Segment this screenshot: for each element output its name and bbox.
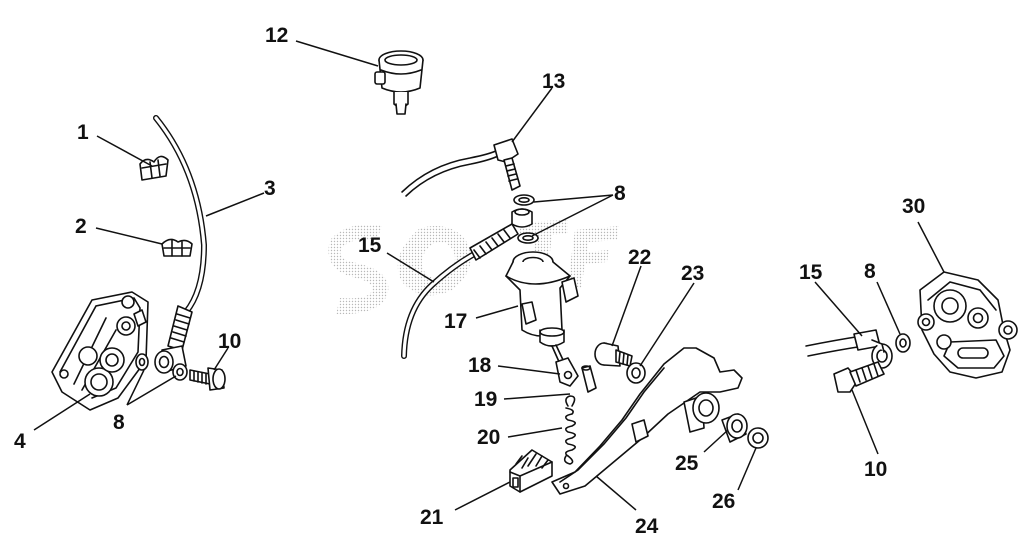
callout-8-center: 8 <box>614 182 626 205</box>
crush-washers-left <box>135 353 188 381</box>
callout-10-left: 10 <box>218 330 241 353</box>
callout-13: 13 <box>542 70 565 93</box>
hose-clip-1 <box>139 155 169 181</box>
callout-15-right: 15 <box>799 261 823 284</box>
crush-washer-right <box>895 333 911 353</box>
callout-10-right: 10 <box>864 458 887 481</box>
callout-22: 22 <box>628 246 651 269</box>
callout-21: 21 <box>420 506 444 529</box>
callout-17: 17 <box>444 310 467 333</box>
pivot-bushing <box>721 413 748 443</box>
callout-23: 23 <box>681 262 704 285</box>
callout-8-right: 8 <box>864 260 876 283</box>
callout-18: 18 <box>468 354 492 377</box>
banjo-bolt-right <box>833 361 885 393</box>
callout-24: 24 <box>635 515 659 538</box>
pedal-pivot-bolt <box>594 342 633 367</box>
return-spring <box>563 395 576 465</box>
callout-15-center: 15 <box>358 234 382 257</box>
brake-hose-center <box>401 223 519 359</box>
pedal-tip <box>509 449 553 493</box>
callout-8-left: 8 <box>113 411 125 434</box>
callout-25: 25 <box>675 452 699 475</box>
pivot-washer <box>626 362 646 384</box>
brake-fluid-reservoir <box>374 50 424 115</box>
callout-12: 12 <box>265 24 288 47</box>
hose-clip-2 <box>161 238 193 257</box>
reservoir-hose-fitting <box>401 138 521 197</box>
rear-master-cylinder <box>505 251 579 365</box>
leader-lines <box>33 40 945 511</box>
callout-19: 19 <box>474 388 497 411</box>
callout-20: 20 <box>477 426 500 449</box>
callout-2: 2 <box>75 215 87 238</box>
crush-washers-center <box>511 194 539 244</box>
brake-caliper-right <box>917 271 1018 379</box>
callout-3: 3 <box>264 177 276 200</box>
callout-30: 30 <box>902 195 925 218</box>
callout-26: 26 <box>712 490 735 513</box>
brake-pedal-lever <box>551 347 743 495</box>
callout-1: 1 <box>77 121 89 144</box>
banjo-bolt-left <box>189 367 226 391</box>
pushrod-clevis <box>555 357 597 393</box>
callout-4: 4 <box>14 430 26 453</box>
bushing-washer <box>747 427 769 449</box>
brake-caliper-left <box>51 291 149 411</box>
brake-hose-left <box>153 115 208 374</box>
callout-labels: 1 2 3 4 8 10 12 13 8 15 17 18 19 20 21 2… <box>14 24 925 538</box>
brake-hose-right-end <box>805 329 893 369</box>
